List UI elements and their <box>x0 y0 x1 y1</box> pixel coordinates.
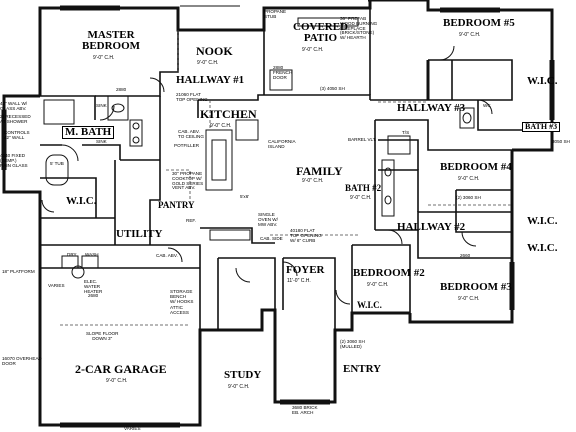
bedroom4-ceiling: 9'-0" C.H. <box>458 176 480 182</box>
patio-window-note: (3) 4050 SH <box>320 86 345 91</box>
sink-note: SINK <box>96 103 107 108</box>
window-note-bedroom: (2) 3060 SH <box>456 195 481 200</box>
pantry-label: PANTRY <box>158 200 195 210</box>
slope-floor-note: SLOPE FLOOR DOWN 3" <box>86 331 119 341</box>
wic-master-label: W.I.C. <box>66 195 97 207</box>
cab-abv-note: CAB. ABV. <box>156 253 178 258</box>
varies-note-bottom: VARIES <box>124 426 141 431</box>
nook-label: NOOK <box>196 44 233 58</box>
washer-note: WASH <box>85 252 99 257</box>
windows <box>1 5 555 428</box>
cooktop-note: 30" PROPANE COOKTOP W/ GOLD SERIES VENT … <box>172 171 204 191</box>
kitchen-label: KITCHEN <box>200 107 257 121</box>
kitchen-ceiling: 9'-0" C.H. <box>210 123 232 129</box>
entry-window-note: (2) 3060 SH (MULLED) <box>340 339 365 349</box>
recessed-note: 2) RECESSED AT SHOWER <box>0 114 31 124</box>
platform-note: 18" PLATFORM <box>2 269 35 274</box>
nook-ceiling: 9'-0" C.H. <box>197 60 219 66</box>
bedroom2-ceiling: 9'-0" C.H. <box>367 282 389 288</box>
door-swings <box>41 45 493 305</box>
overhead-door-note: 16070 OVERHEAD DOOR <box>2 356 42 366</box>
bath3-label: BATH #3 <box>522 122 561 132</box>
hallway2-label: HALLWAY #2 <box>397 221 466 233</box>
ref-note: REF. <box>186 218 196 223</box>
hallway1-label: HALLWAY #1 <box>176 74 245 86</box>
study-ceiling: 9'-0" C.H. <box>228 384 250 390</box>
family-label: FAMILY <box>296 164 343 178</box>
bedroom2-label: BEDROOM #2 <box>353 267 425 279</box>
ts-note: T/S <box>402 130 410 135</box>
wic-2-label: W.I.C. <box>357 300 382 310</box>
cab-side-note: CAB. SIDE <box>260 236 283 241</box>
wc-note: WC <box>483 103 491 108</box>
bedroom5-ceiling: 9'-0" C.H. <box>459 32 481 38</box>
entry-label: ENTRY <box>343 363 382 375</box>
foyer-opening-note: 40180 FLAT TOP OPENING W/ 6" CURB <box>290 228 322 243</box>
m-bath-label: M. BATH <box>62 126 115 139</box>
wic-3-label: W.I.C. <box>527 242 558 254</box>
bedroom5-label: BEDROOM #5 <box>443 17 515 29</box>
foyer-ceiling: 11'-0" C.H. <box>287 278 311 284</box>
covered-patio-ceiling: 9'-0" C.H. <box>302 47 324 53</box>
garage-ceiling: 9'-0" C.H. <box>106 378 128 384</box>
potfiller-note: POTFILLER <box>174 143 200 148</box>
fixed-glass-note: 4040 FIXED (TEMP.) RAIN GLASS <box>0 153 28 168</box>
shower-note: 42" WALL W/ GLASS ABV. <box>0 101 28 111</box>
bath2-ceiling: 9'-0" C.H. <box>350 195 372 201</box>
study-label: STUDY <box>224 369 262 381</box>
dim-2660-note: 2660 <box>460 253 471 258</box>
bedroom3-ceiling: 9'-0" C.H. <box>458 296 480 302</box>
barrel-vault-note: BARREL VLT. <box>348 137 377 142</box>
wic-5-label: W.I.C. <box>527 75 558 87</box>
dim-2680-note: 2680 <box>88 293 99 298</box>
master-bedroom-ceiling: 9'-0" C.H. <box>93 55 115 61</box>
bath2-label: BATH #2 <box>345 183 382 193</box>
single-oven-note: SINGLE OVEN W/ MW ABV. <box>258 212 278 227</box>
attic-access-note: ATTIC ACCESS <box>170 305 189 315</box>
french-door-note: 2880 FRENCH DOOR <box>273 65 293 80</box>
propane-stub-note: PROPANE STUB <box>264 9 287 19</box>
sink-note-2: SINK <box>96 139 107 144</box>
entry-door-note: 3680 BRICK EB. ARCH <box>292 405 318 415</box>
tub-note: 5' TUB <box>50 161 64 166</box>
foyer-label: FOYER <box>286 264 325 276</box>
garage-label: 2-CAR GARAGE <box>75 362 167 376</box>
varies-note-left: VARIES <box>48 283 65 288</box>
hallway3-label: HALLWAY #3 <box>397 102 466 114</box>
utility-label: UTILITY <box>116 228 163 240</box>
family-ceiling: 9'-0" C.H. <box>302 178 324 184</box>
bedroom3-label: BEDROOM #3 <box>440 281 512 293</box>
dim-2880-note: 2880 <box>116 87 127 92</box>
dim-3050-note: 3050 SH <box>552 139 570 144</box>
water-heater-note: ELEC. WATER HEATER <box>84 279 103 294</box>
bedroom4-label: BEDROOM #4 <box>440 161 512 173</box>
fixtures <box>43 17 475 279</box>
controls-note: CONTROLS 42" WALL <box>4 130 30 140</box>
ceiling-lines <box>60 30 512 326</box>
flat-top-note: 21060 FLAT TOP OPENING <box>176 92 208 102</box>
master-bedroom-label: MASTER BEDROOM <box>82 29 141 52</box>
storage-bench-note: STORAGE BENCH W/ HOOKS <box>170 289 194 304</box>
dryer-note: DRY <box>67 252 77 257</box>
california-island-note: CALIFORNIA ISLAND <box>268 139 296 149</box>
cabinet-note: CAB. ABV. TO CEILING <box>178 129 204 139</box>
island-size-note: 5'x6' <box>240 194 250 199</box>
covered-patio-label: COVERED PATIO <box>293 21 349 44</box>
fireplace-note: 36" PREFAB WOOD BURNING FIREPLACE (BRICK… <box>340 16 378 41</box>
wic-4-label: W.I.C. <box>527 215 558 227</box>
